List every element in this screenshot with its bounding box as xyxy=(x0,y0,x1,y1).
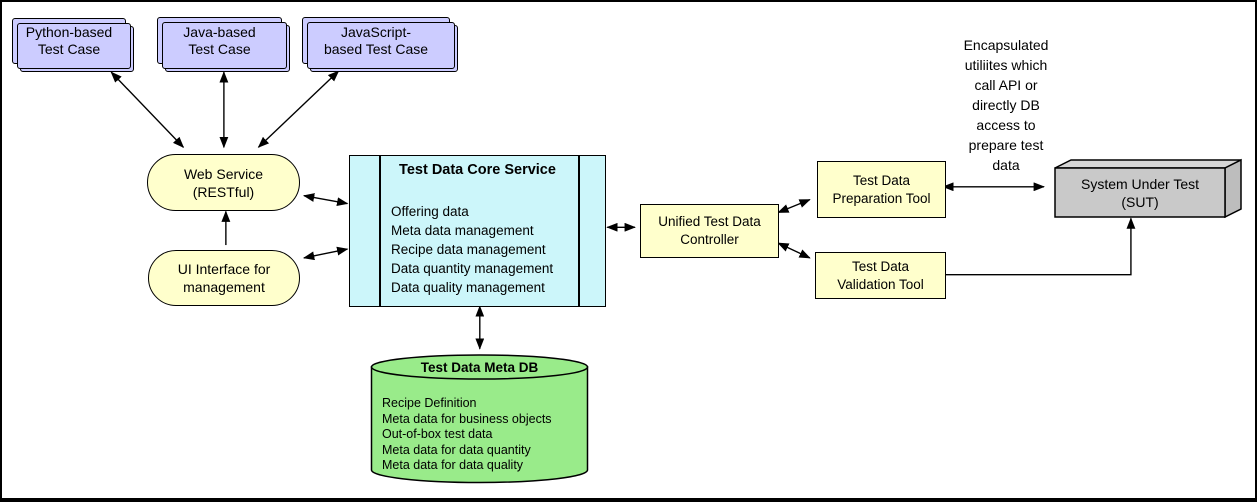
java-test-case-label: Java-based Test Case xyxy=(183,23,256,57)
preparation-tool-node: Test Data Preparation Tool xyxy=(817,161,946,218)
list-item: Meta data for data quantity xyxy=(382,442,531,457)
javascript-test-case-label: JavaScript- based Test Case xyxy=(323,23,429,57)
sut-label: System Under Test (SUT) xyxy=(1080,175,1199,210)
arrow-webservice-core xyxy=(302,193,349,207)
arrow-python-webservice xyxy=(110,71,185,148)
arrow-controller-preptool xyxy=(777,198,811,214)
java-test-case-node: Java-based Test Case xyxy=(157,17,290,72)
core-left-divider xyxy=(379,156,381,306)
list-item: Recipe Definition xyxy=(382,396,477,410)
core-service-title: Test Data Core Service xyxy=(399,162,556,178)
validation-tool-node: Test Data Validation Tool xyxy=(815,252,946,299)
python-test-case-node: Python-based Test Case xyxy=(12,18,134,72)
arrow-uiinterface-core xyxy=(302,246,349,261)
list-item: Offering data xyxy=(391,204,469,219)
ui-interface-node: UI Interface for management xyxy=(148,250,300,306)
ui-interface-label: UI Interface for management xyxy=(177,261,271,295)
arrow-controller-validationtool xyxy=(777,242,811,259)
sut-3d-box-shape xyxy=(1054,158,1242,218)
list-item: Meta data for business objects xyxy=(382,411,552,426)
list-item: Data quality management xyxy=(391,280,545,295)
python-test-case-label: Python-based Test Case xyxy=(25,24,113,57)
core-right-divider xyxy=(578,156,580,306)
list-item: Recipe data management xyxy=(391,242,546,257)
web-service-label: Web Service (RESTful) xyxy=(183,165,264,200)
database-cylinder-shape xyxy=(370,354,589,484)
sut-node: System Under Test (SUT) xyxy=(1054,154,1244,218)
web-service-node: Web Service (RESTful) xyxy=(147,154,300,211)
meta-db-title: Test Data Meta DB xyxy=(420,360,539,375)
list-item: Out-of-box test data xyxy=(382,427,493,441)
javascript-test-case-node: JavaScript- based Test Case xyxy=(302,17,458,72)
unified-controller-node: Unified Test Data Controller xyxy=(640,204,779,258)
list-item: Meta data management xyxy=(391,223,534,238)
encapsulated-utilities-note: Encapsulated utiliites which call API or… xyxy=(963,37,1049,173)
preparation-tool-label: Test Data Preparation Tool xyxy=(832,172,931,206)
unified-controller-label: Unified Test Data Controller xyxy=(658,214,761,247)
arrow-validationtool-sut xyxy=(941,217,1136,276)
list-item: Meta data for data quality xyxy=(382,458,524,472)
arrow-javascript-webservice xyxy=(257,70,340,148)
list-item: Data quantity management xyxy=(391,261,554,276)
validation-tool-label: Test Data Validation Tool xyxy=(837,258,924,292)
